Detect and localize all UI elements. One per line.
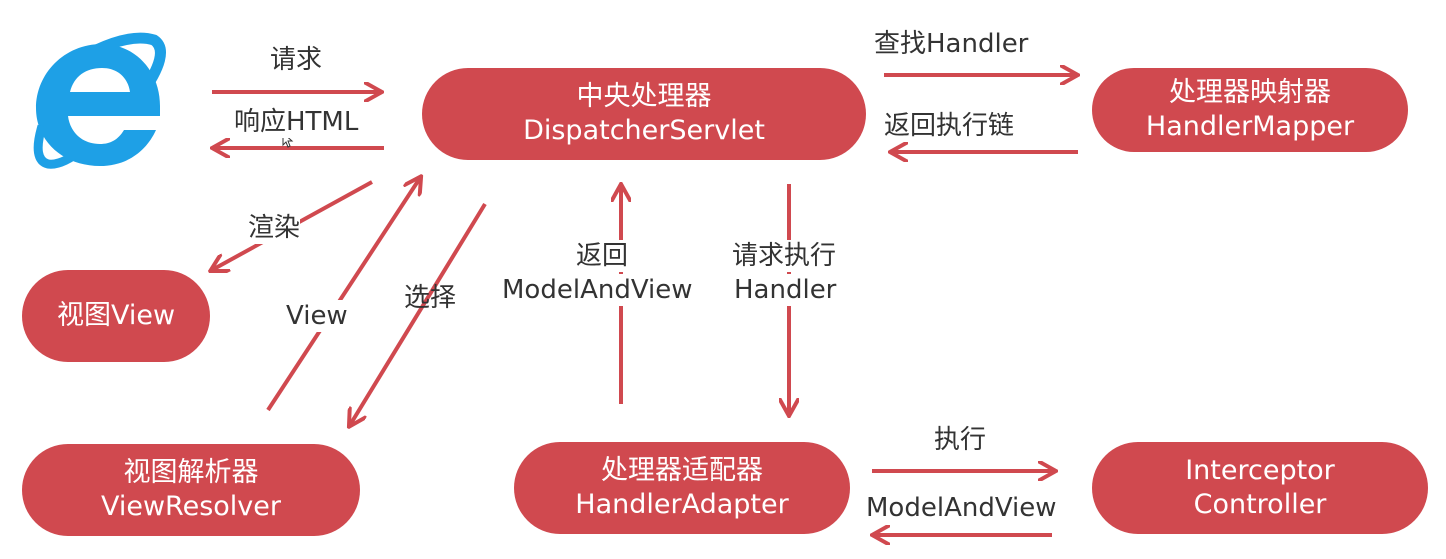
label-find-handler: 查找Handler	[874, 29, 1029, 59]
label-request: 请求	[270, 44, 323, 76]
handler-adapter-node: 处理器适配器 HandlerAdapter	[514, 442, 850, 534]
node-subtitle: DispatcherServlet	[523, 115, 765, 146]
node-title: 视图View	[56, 300, 176, 331]
label-view: View	[286, 300, 348, 332]
label-select: 选择	[404, 283, 457, 313]
label-exec-handler-1: 请求执行	[732, 240, 837, 272]
label-return-mav-2: ModelAndView	[502, 274, 693, 306]
label-return-chain: 返回执行链	[884, 111, 1015, 141]
view-node: 视图View	[22, 270, 210, 362]
label-render: 渲染	[248, 212, 301, 244]
node-title: 处理器映射器	[1169, 77, 1331, 108]
handler-mapper-node: 处理器映射器 HandlerMapper	[1092, 68, 1408, 152]
node-subtitle: HandlerMapper	[1145, 111, 1355, 142]
arrow-select	[350, 202, 487, 425]
label-model-and-view: ModelAndView	[866, 493, 1057, 523]
node-subtitle: Controller	[1193, 489, 1327, 520]
label-return-mav-1: 返回	[576, 240, 629, 272]
interceptor-controller-node: Interceptor Controller	[1092, 442, 1428, 534]
node-subtitle: ViewResolver	[100, 491, 281, 522]
arrow-view	[266, 178, 420, 412]
label-exec-handler-2: Handler	[734, 274, 837, 306]
node-title: 中央处理器	[576, 81, 712, 112]
node-title: 视图解析器	[123, 457, 259, 488]
internet-explorer-icon	[33, 32, 166, 169]
node-title: 处理器适配器	[601, 455, 763, 486]
label-response: 响应HTML	[234, 106, 359, 138]
node-subtitle: HandlerAdapter	[575, 489, 789, 520]
label-execute: 执行	[934, 425, 987, 455]
view-resolver-node: 视图解析器 ViewResolver	[22, 444, 360, 536]
node-title: Interceptor	[1185, 455, 1335, 486]
dispatcher-servlet-node: 中央处理器 DispatcherServlet	[422, 68, 866, 160]
